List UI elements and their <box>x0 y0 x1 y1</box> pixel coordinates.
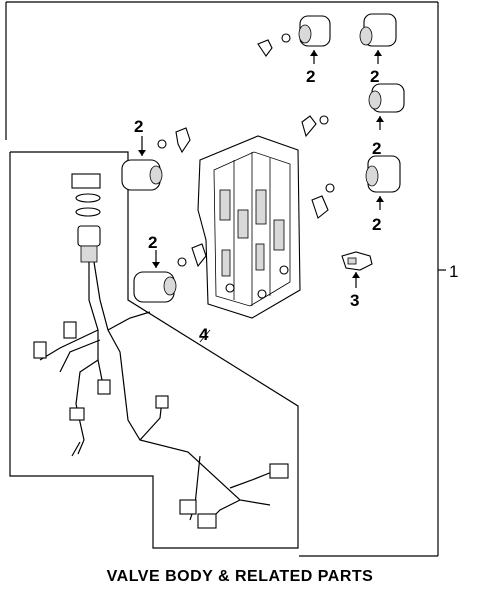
callout-2-left-lower: 2 <box>148 233 157 252</box>
solenoid-top-right <box>359 13 397 64</box>
callout-2-top-middle: 2 <box>306 67 315 86</box>
assembly-frame <box>5 1 446 557</box>
harness-frame <box>9 151 299 549</box>
solenoid-top-middle <box>257 15 331 64</box>
valve-body <box>197 135 301 319</box>
callout-2-left-upper: 2 <box>134 117 143 136</box>
callout-3: 3 <box>350 291 359 310</box>
solenoid-right-upper <box>301 83 405 138</box>
callout-4-leader <box>199 329 211 343</box>
solenoid-right-lower <box>311 155 401 219</box>
callout-1: 1 <box>449 262 458 281</box>
harness-wires <box>33 261 289 529</box>
diagram-caption: VALVE BODY & RELATED PARTS <box>106 568 374 585</box>
solenoid-left-lower <box>133 243 207 303</box>
bracket-part <box>341 251 373 288</box>
callout-2-right-lower: 2 <box>372 215 381 234</box>
solenoid-left-upper <box>121 127 191 191</box>
callout-2-top-right: 2 <box>370 67 379 86</box>
harness-connector-stack <box>71 173 101 263</box>
callout-4: 4 <box>199 325 209 344</box>
callout-2-right-upper: 2 <box>372 139 381 158</box>
